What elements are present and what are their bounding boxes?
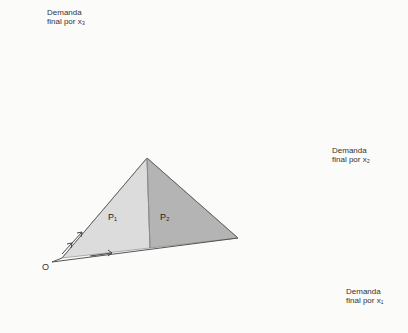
base-edge <box>52 238 238 262</box>
face-label: P₁ <box>108 212 124 222</box>
vector-arrows <box>62 232 112 256</box>
left-face <box>62 158 150 258</box>
edge <box>147 158 150 248</box>
origin-label: O <box>42 262 54 272</box>
axis-label: Demanda final por x₃ <box>47 8 87 26</box>
axis-label: Demanda final por x₁ <box>346 287 386 305</box>
edge <box>147 158 238 238</box>
edge <box>62 158 147 258</box>
base-edge <box>52 258 62 262</box>
right-face <box>147 158 238 248</box>
axis-label: Demanda final por x₂ <box>332 146 372 164</box>
face-label: P₂ <box>160 212 176 222</box>
